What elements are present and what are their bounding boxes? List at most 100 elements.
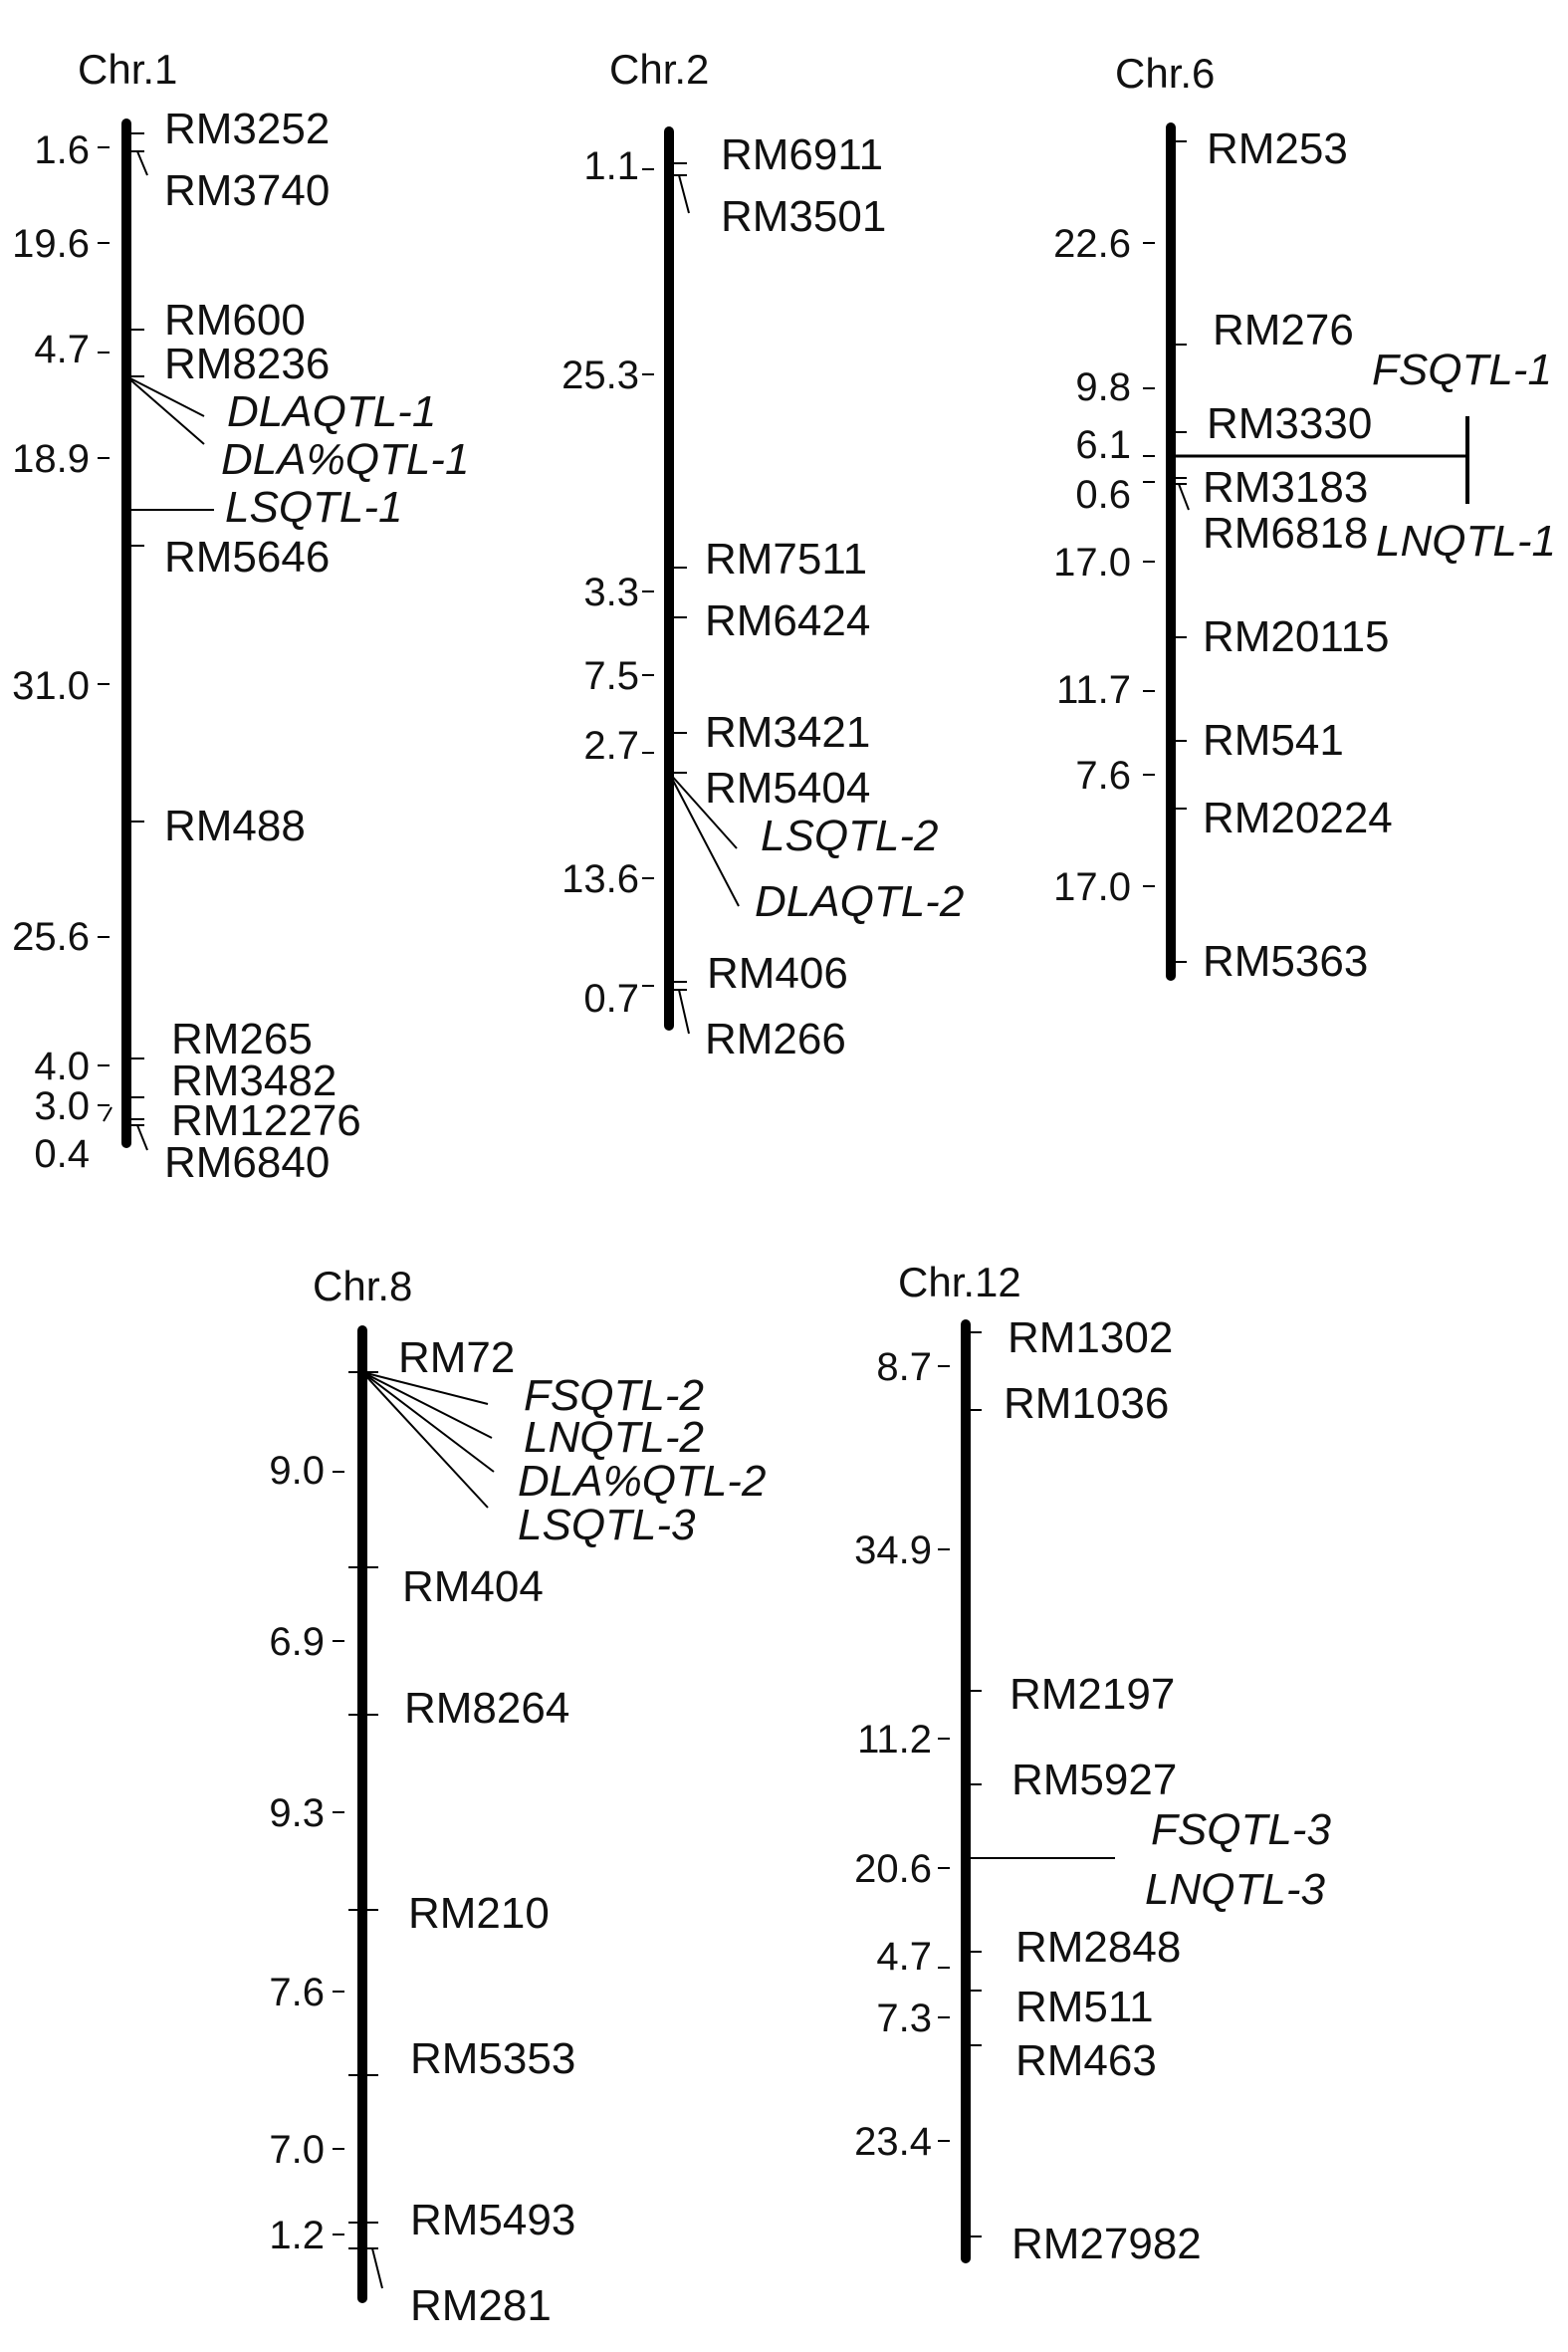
marker-label: RM6818 <box>1203 509 1368 558</box>
distance-label: 7.0 <box>269 2128 325 2172</box>
marker-label: RM488 <box>164 802 306 850</box>
distance-label: 22.6 <box>1053 222 1131 266</box>
distance-label: 1.1 <box>583 144 639 188</box>
distance-label: 1.2 <box>269 2214 325 2257</box>
marker-label: RM404 <box>402 1562 544 1611</box>
qtl-line <box>361 1371 495 1473</box>
distance-label: 4.7 <box>34 328 90 371</box>
marker-label: RM463 <box>1015 2036 1157 2085</box>
marker-label: RM5363 <box>1203 937 1368 986</box>
marker-label: RM266 <box>705 1015 846 1063</box>
distance-label: 23.4 <box>854 2120 932 2164</box>
chromosome-2: Chr.2 <box>609 46 740 1035</box>
distance-label: 6.9 <box>269 1620 325 1664</box>
qtl-label: LSQTL-2 <box>761 812 939 860</box>
distance-label: 9.3 <box>269 1791 325 1835</box>
marker-label: RM1302 <box>1008 1313 1173 1362</box>
qtl-line <box>361 1371 493 1439</box>
qtl-label: DLAQTL-1 <box>227 387 436 436</box>
marker-label: RM27982 <box>1011 2220 1202 2268</box>
marker-label: RM20224 <box>1203 794 1393 842</box>
chromosome-2-labels: 1.1 25.3 3.3 7.5 2.7 13.6 0.7 RM6911 RM3… <box>561 130 964 1063</box>
marker-label: RM5404 <box>705 764 870 813</box>
marker-label: RM8264 <box>404 1684 569 1733</box>
marker-label: RM210 <box>408 1889 550 1938</box>
distance-label: 9.8 <box>1075 365 1131 409</box>
marker-label: RM276 <box>1213 306 1354 354</box>
qtl-line <box>668 772 740 907</box>
distance-label: 0.7 <box>583 977 639 1021</box>
qtl-label: LNQTL-2 <box>524 1413 704 1462</box>
marker-label: RM3330 <box>1207 399 1372 448</box>
marker-label: RM2197 <box>1009 1670 1175 1719</box>
distance-label: 2.7 <box>583 724 639 768</box>
distance-label: 3.3 <box>583 571 639 614</box>
marker-label: RM3252 <box>164 105 330 153</box>
distance-tick <box>103 1106 112 1122</box>
distance-label: 11.2 <box>857 1718 932 1762</box>
distance-label: 17.0 <box>1053 541 1131 585</box>
marker-label: RM72 <box>398 1333 515 1382</box>
distance-label: 18.9 <box>12 437 90 481</box>
distance-label: 4.0 <box>34 1045 90 1088</box>
qtl-label: LNQTL-1 <box>1376 517 1556 566</box>
qtl-label: LNQTL-3 <box>1145 1865 1325 1914</box>
chromosome-12-labels: 8.7 34.9 11.2 20.6 4.7 7.3 23.4 RM1302 R… <box>854 1313 1331 2268</box>
distance-label: 6.1 <box>1075 423 1131 467</box>
qtl-label: LSQTL-1 <box>225 483 403 532</box>
distance-label: 7.3 <box>876 1997 932 2040</box>
distance-label: 34.9 <box>854 1529 932 1572</box>
qtl-line <box>125 375 205 445</box>
marker-label: RM541 <box>1203 716 1344 765</box>
marker-connector <box>1178 483 1190 511</box>
qtl-line <box>361 1371 489 1405</box>
distance-label: 13.6 <box>561 857 639 901</box>
chromosome-8: Chr.8 <box>313 1263 495 2303</box>
distance-label: 1.6 <box>34 128 90 172</box>
marker-label: RM3183 <box>1203 463 1368 512</box>
marker-label: RM5646 <box>164 533 330 582</box>
distance-label: 4.7 <box>876 1935 932 1979</box>
distance-label: 20.6 <box>854 1847 932 1891</box>
distance-label: 7.5 <box>583 654 639 698</box>
chromosome-title: Chr.2 <box>609 46 709 93</box>
marker-label: RM511 <box>1015 1983 1154 2031</box>
qtl-label: DLAQTL-2 <box>755 877 964 926</box>
qtl-line <box>361 1371 489 1509</box>
marker-label: RM5353 <box>410 2034 575 2083</box>
qtl-label: FSQTL-1 <box>1372 346 1552 394</box>
chromosome-1-labels: 1.6 19.6 4.7 18.9 31.0 25.6 4.0 3.0 0.4 … <box>12 105 469 1187</box>
distance-label: 3.0 <box>34 1084 90 1128</box>
qtl-line <box>125 375 205 417</box>
marker-label: RM20115 <box>1203 612 1390 661</box>
chromosome-6-labels: 22.6 9.8 6.1 0.6 17.0 11.7 7.6 17.0 RM25… <box>1053 124 1556 986</box>
distance-label: 7.6 <box>1075 754 1131 798</box>
marker-label: RM406 <box>707 949 848 998</box>
qtl-line <box>668 772 738 849</box>
distance-label: 9.0 <box>269 1449 325 1493</box>
qtl-label: LSQTL-3 <box>518 1501 696 1549</box>
distance-label: 0.6 <box>1075 473 1131 517</box>
distance-label: 8.7 <box>876 1345 932 1389</box>
marker-label: RM253 <box>1207 124 1348 173</box>
marker-label: RM8236 <box>164 340 330 388</box>
chromosome-1: Chr.1 <box>78 46 214 1151</box>
marker-connector <box>136 150 148 176</box>
marker-label: RM3482 <box>171 1057 336 1105</box>
marker-label: RM12276 <box>171 1096 361 1145</box>
qtl-label: FSQTL-3 <box>1151 1805 1331 1854</box>
marker-connector <box>371 2247 383 2289</box>
marker-label: RM2848 <box>1015 1923 1181 1972</box>
qtl-label: FSQTL-2 <box>524 1371 704 1420</box>
distance-label: 25.6 <box>12 915 90 959</box>
qtl-label: DLA%QTL-2 <box>518 1457 766 1506</box>
distance-label: 17.0 <box>1053 865 1131 909</box>
chromosome-title: Chr.8 <box>313 1263 412 1309</box>
distance-label: 11.7 <box>1056 668 1131 712</box>
marker-connector <box>678 174 690 214</box>
marker-label: RM1036 <box>1004 1379 1169 1428</box>
distance-label: 25.3 <box>561 353 639 397</box>
chromosome-12: Chr.12 <box>898 1259 1115 2263</box>
chromosome-title: Chr.12 <box>898 1259 1021 1305</box>
